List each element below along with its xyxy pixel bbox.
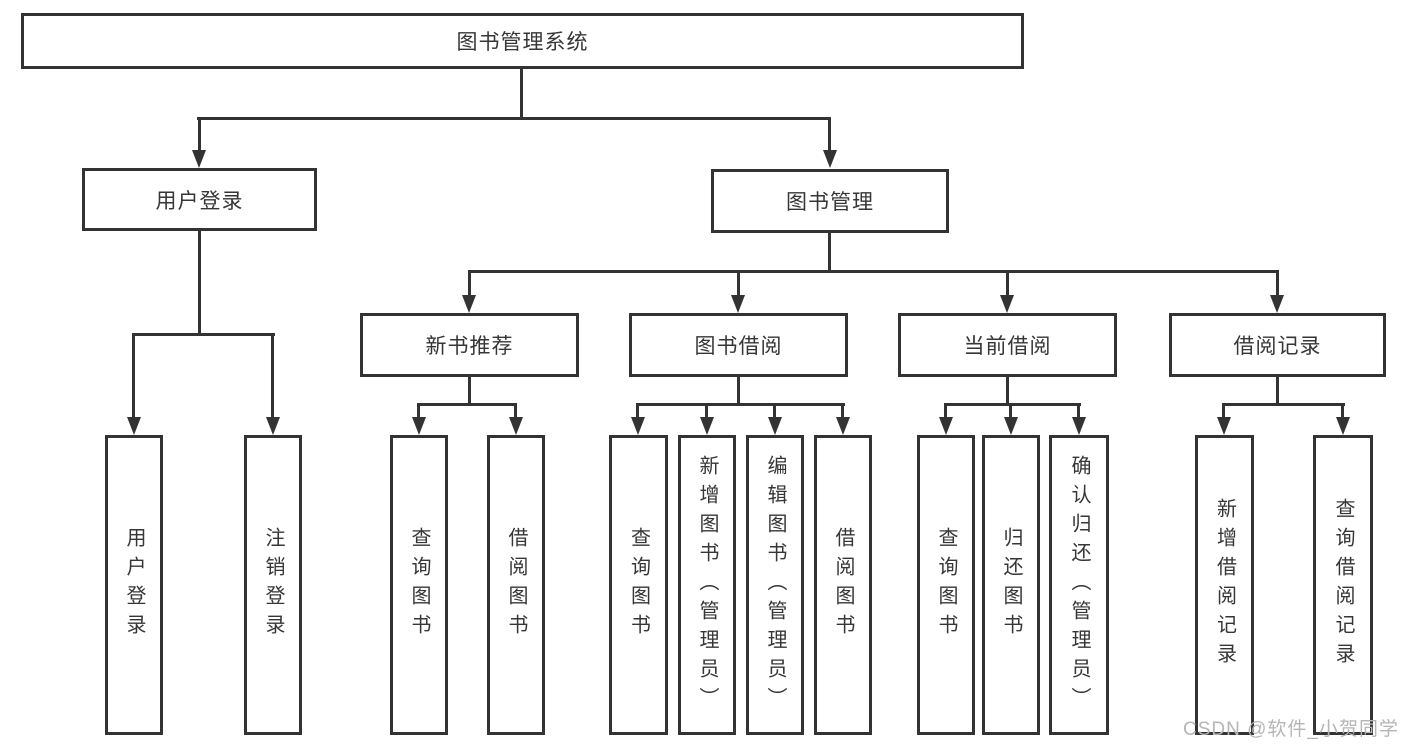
leaf-user-login: 用户登录: [105, 435, 163, 735]
connector-line: [468, 270, 1278, 273]
leaf-label: 借阅图书: [505, 527, 527, 643]
arrow-down-icon: [939, 417, 953, 435]
connector-line: [1276, 377, 1279, 406]
connector-line: [198, 117, 201, 151]
node-label: 图书管理: [786, 191, 874, 214]
arrow-down-icon: [127, 417, 141, 435]
connector-line: [132, 333, 135, 417]
connector-line: [1009, 403, 1012, 417]
leaf-confirm-return-admin: 确认归还（管理员）: [1049, 435, 1109, 735]
leaf-label: 查询图书: [935, 527, 957, 643]
node-label: 借阅记录: [1233, 335, 1322, 358]
leaf-label: 查询图书: [408, 527, 430, 643]
leaf-query-books-borrow: 查询图书: [609, 435, 668, 735]
connector-line: [1341, 403, 1344, 417]
leaf-label: 注销登录: [262, 527, 284, 643]
connector-line: [1222, 403, 1225, 417]
node-new-book-recommend: 新书推荐: [360, 313, 579, 377]
node-user-login: 用户登录: [82, 168, 317, 231]
connector-line: [828, 233, 831, 272]
arrow-down-icon: [1217, 417, 1231, 435]
connector-line: [468, 377, 471, 406]
leaf-borrow-books-recommend: 借阅图书: [487, 435, 545, 735]
node-root-label: 图书管理系统: [456, 31, 589, 54]
leaf-label: 查询借阅记录: [1332, 498, 1354, 672]
connector-line: [197, 117, 831, 120]
connector-line: [1222, 403, 1345, 406]
arrow-down-icon: [509, 417, 523, 435]
arrow-down-icon: [1004, 417, 1018, 435]
connector-line: [417, 403, 420, 417]
connector-line: [198, 231, 201, 335]
leaf-label: 用户登录: [123, 527, 145, 643]
connector-line: [944, 403, 947, 417]
leaf-label: 归还图书: [1000, 527, 1022, 643]
arrow-down-icon: [731, 295, 745, 313]
node-current-borrow: 当前借阅: [898, 313, 1117, 377]
node-label: 新书推荐: [425, 335, 514, 358]
arrow-down-icon: [1072, 417, 1086, 435]
node-label: 当前借阅: [963, 335, 1052, 358]
node-root: 图书管理系统: [21, 13, 1024, 69]
leaf-query-books-recommend: 查询图书: [390, 435, 448, 735]
leaf-label: 编辑图书（管理员）: [764, 454, 786, 716]
connector-line: [132, 333, 275, 336]
arrow-down-icon: [412, 417, 426, 435]
connector-line: [1276, 270, 1279, 295]
leaf-label: 新增借阅记录: [1213, 498, 1236, 672]
connector-line: [1077, 403, 1080, 417]
leaf-return-books: 归还图书: [982, 435, 1040, 735]
arrow-down-icon: [192, 150, 206, 168]
arrow-down-icon: [768, 417, 782, 435]
arrow-down-icon: [631, 417, 645, 435]
leaf-logout: 注销登录: [244, 435, 302, 735]
connector-line: [841, 403, 844, 417]
connector-line: [417, 403, 517, 406]
arrow-down-icon: [1336, 417, 1350, 435]
node-borrow-records: 借阅记录: [1169, 313, 1386, 377]
leaf-label: 查询图书: [627, 527, 650, 643]
watermark: CSDN @软件_小贺同学: [1183, 719, 1399, 740]
leaf-label: 确认归还（管理员）: [1068, 454, 1090, 716]
leaf-label: 新增图书（管理员）: [696, 454, 718, 716]
connector-line: [1006, 270, 1009, 295]
arrow-down-icon: [1000, 295, 1014, 313]
leaf-borrow-books: 借阅图书: [814, 435, 872, 735]
connector-line: [737, 270, 740, 295]
leaf-query-books-current: 查询图书: [917, 435, 975, 735]
arrow-down-icon: [266, 417, 280, 435]
connector-line: [737, 377, 740, 406]
node-book-management: 图书管理: [711, 169, 949, 233]
connector-line: [773, 403, 776, 417]
connector-line: [1006, 377, 1009, 406]
connector-line: [636, 403, 845, 406]
arrow-down-icon: [462, 295, 476, 313]
node-label: 用户登录: [155, 189, 244, 213]
connector-line: [468, 270, 471, 295]
leaf-add-borrow-record: 新增借阅记录: [1195, 435, 1254, 735]
arrow-down-icon: [823, 150, 837, 168]
connector-line: [636, 403, 639, 417]
connector-line: [271, 333, 274, 417]
leaf-label: 借阅图书: [832, 527, 854, 643]
connector-line: [828, 117, 831, 151]
connector-line: [514, 403, 517, 417]
leaf-edit-books-admin: 编辑图书（管理员）: [746, 435, 804, 735]
leaf-query-borrow-record: 查询借阅记录: [1313, 435, 1373, 735]
connector-line: [520, 69, 523, 117]
node-book-borrow: 图书借阅: [629, 313, 848, 377]
connector-line: [944, 403, 1081, 406]
node-label: 图书借阅: [694, 335, 783, 358]
connector-line: [705, 403, 708, 417]
arrow-down-icon: [836, 417, 850, 435]
arrow-down-icon: [1270, 295, 1284, 313]
arrow-down-icon: [700, 417, 714, 435]
leaf-add-books-admin: 新增图书（管理员）: [678, 435, 736, 735]
